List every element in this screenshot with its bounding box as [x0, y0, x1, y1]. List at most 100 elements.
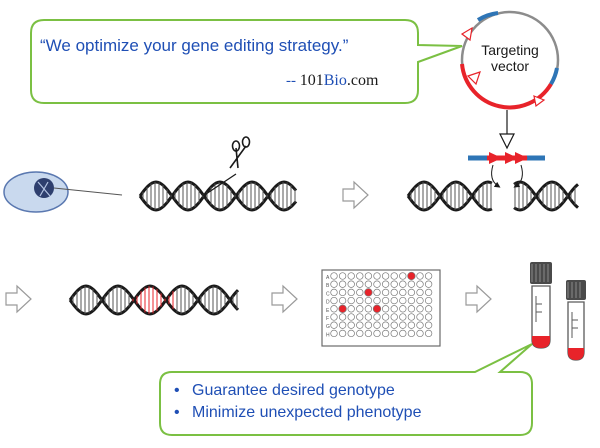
- well: [338, 321, 347, 329]
- well: [381, 280, 390, 288]
- well: [347, 321, 355, 329]
- well: [399, 329, 407, 338]
- plate-row-label: G: [326, 324, 330, 330]
- benefits-list: • Guarantee desired genotype •Minimize un…: [168, 380, 421, 424]
- vector-label-line2: vector: [490, 58, 530, 74]
- benefits-callout: [159, 343, 533, 436]
- attribution-site-suffix: .com: [346, 72, 379, 89]
- well: [381, 288, 390, 297]
- well: [347, 329, 355, 338]
- well: [356, 313, 364, 321]
- dna-cut-by-scissors: [138, 180, 298, 212]
- well: [390, 321, 398, 329]
- vector-resistance-triangle: [466, 71, 481, 86]
- well: [416, 288, 424, 297]
- well: [424, 296, 433, 305]
- well: [399, 288, 407, 297]
- well: [330, 305, 338, 313]
- workflow-arrow-icon: [5, 284, 32, 314]
- well: [399, 272, 407, 280]
- workflow-arrow-icon: [271, 284, 298, 314]
- well: [424, 272, 433, 280]
- well: [416, 280, 424, 288]
- well: [390, 296, 398, 305]
- well: [330, 272, 338, 280]
- well: [347, 296, 355, 305]
- well: [373, 272, 381, 280]
- well: [399, 321, 407, 329]
- well: [407, 313, 416, 321]
- well: [373, 288, 381, 297]
- well-positive: [372, 304, 382, 313]
- attribution: -- 101Bio.com: [286, 72, 378, 90]
- well: [356, 296, 364, 305]
- plate-row-label: E: [326, 308, 330, 314]
- tube-icon: [566, 280, 586, 361]
- attribution-site-number: 101: [299, 72, 324, 89]
- well: [407, 288, 416, 297]
- well: [399, 280, 407, 288]
- vector-to-donor-arrow: [499, 110, 515, 150]
- well: [356, 272, 364, 280]
- plate-row-label: F: [326, 316, 329, 322]
- well: [381, 321, 390, 329]
- well: [399, 313, 407, 321]
- well: [390, 305, 398, 313]
- well: [373, 313, 381, 321]
- well: [407, 280, 416, 288]
- well: [347, 288, 355, 297]
- well: [347, 280, 355, 288]
- well: [381, 272, 390, 280]
- bullet-icon: •: [174, 382, 180, 399]
- benefit-text: Minimize unexpected phenotype: [192, 404, 422, 421]
- well: [416, 305, 424, 313]
- well: [390, 272, 398, 280]
- dna-strand: [68, 284, 240, 316]
- well-positive: [364, 288, 373, 297]
- well: [381, 296, 390, 305]
- well: [338, 329, 347, 338]
- workflow-arrow-icon: [465, 284, 492, 314]
- well: [330, 280, 338, 288]
- quote-text: “We optimize your gene editing strategy.…: [40, 36, 349, 55]
- targeting-vector-label: Targeting vector: [470, 42, 550, 74]
- attribution-prefix: --: [286, 73, 300, 89]
- well: [390, 280, 398, 288]
- well-positive: [407, 271, 416, 281]
- quote-callout: [30, 19, 463, 104]
- benefit-item: •Minimize unexpected phenotype: [168, 402, 421, 424]
- well: [364, 329, 373, 338]
- targeting-vector-plasmid: [460, 10, 560, 110]
- well: [356, 280, 364, 288]
- scissors-icon: [229, 136, 251, 169]
- dna-strand: [68, 284, 240, 316]
- well: [373, 296, 381, 305]
- attribution-site-name: Bio: [323, 72, 347, 89]
- well: [416, 296, 424, 305]
- plate-row-label: B: [326, 283, 330, 289]
- well: [364, 305, 373, 313]
- dna-edited-insert: [68, 284, 240, 316]
- donor-template: [468, 152, 545, 188]
- well: [424, 288, 433, 297]
- well: [424, 280, 433, 288]
- well: [356, 329, 364, 338]
- benefit-text: Guarantee desired genotype: [192, 382, 395, 399]
- well: [390, 288, 398, 297]
- plate-row-label: A: [326, 275, 330, 281]
- well: [424, 313, 433, 321]
- dna-strand: [138, 180, 298, 212]
- well: [356, 321, 364, 329]
- well: [330, 296, 338, 305]
- well: [364, 296, 373, 305]
- well: [373, 280, 381, 288]
- well: [364, 313, 373, 321]
- well: [356, 305, 364, 313]
- benefit-item: • Guarantee desired genotype: [168, 380, 421, 402]
- well: [338, 288, 347, 297]
- well: [390, 313, 398, 321]
- well: [407, 305, 416, 313]
- well: [330, 321, 338, 329]
